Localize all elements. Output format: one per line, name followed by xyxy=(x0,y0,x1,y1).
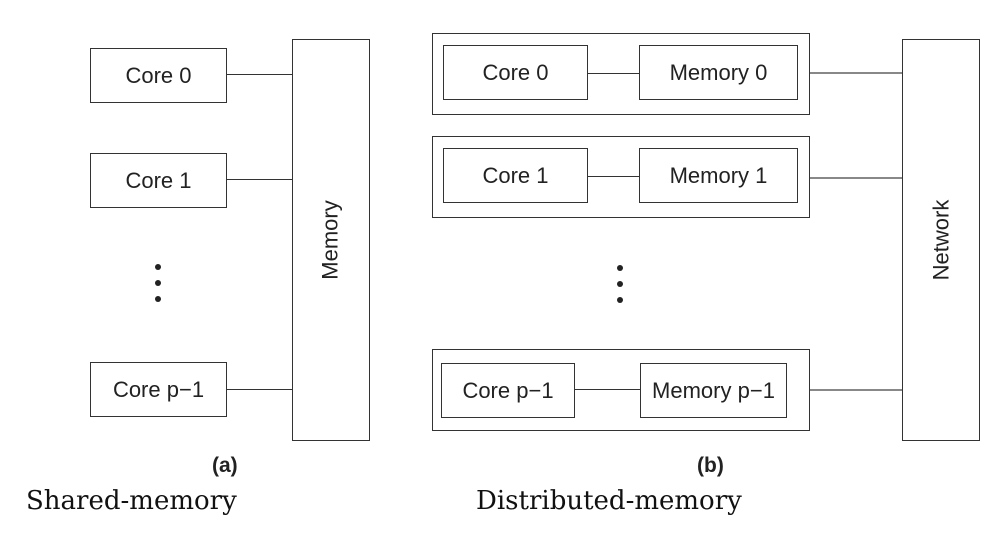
shared-memory-box: Memory xyxy=(292,39,370,441)
memory-label: Memory xyxy=(318,200,344,280)
ellipsis-dot xyxy=(155,280,161,286)
core-label: Core p−1 xyxy=(112,376,205,402)
memory-box: Memory p−1 xyxy=(640,363,787,418)
ellipsis-dot xyxy=(617,281,623,287)
ellipsis-dot xyxy=(617,265,623,271)
ellipsis-dot xyxy=(617,297,623,303)
memory-label: Memory 0 xyxy=(669,59,768,85)
caption-shared: Shared-memory xyxy=(26,486,237,516)
connector xyxy=(227,389,292,390)
core-label: Core 1 xyxy=(125,167,192,193)
network-box: Network xyxy=(902,39,980,441)
core-label: Core 0 xyxy=(125,62,192,88)
core-box: Core p−1 xyxy=(441,363,575,418)
connector xyxy=(588,73,639,74)
core-box: Core p−1 xyxy=(90,362,227,417)
sublabel-a: (a) xyxy=(212,454,238,477)
network-link xyxy=(810,72,902,74)
network-link xyxy=(810,389,902,391)
core-box: Core 0 xyxy=(90,48,227,103)
connector xyxy=(588,176,639,177)
memory-box: Memory 1 xyxy=(639,148,798,203)
core-box: Core 1 xyxy=(443,148,588,203)
ellipsis-dot xyxy=(155,264,161,270)
memory-box: Memory 0 xyxy=(639,45,798,100)
caption-distributed: Distributed-memory xyxy=(476,486,742,516)
memory-label: Memory p−1 xyxy=(652,377,775,403)
connector xyxy=(575,389,640,390)
core-label: Core 0 xyxy=(482,59,549,85)
core-box: Core 1 xyxy=(90,153,227,208)
network-link xyxy=(810,177,902,179)
network-label: Network xyxy=(928,199,953,281)
ellipsis-dot xyxy=(155,296,161,302)
connector xyxy=(227,179,292,180)
sublabel-b: (b) xyxy=(697,454,724,477)
memory-label: Memory 1 xyxy=(669,162,768,188)
core-box: Core 0 xyxy=(443,45,588,100)
core-label: Core 1 xyxy=(482,162,549,188)
connector xyxy=(227,74,292,75)
core-label: Core p−1 xyxy=(462,377,554,403)
